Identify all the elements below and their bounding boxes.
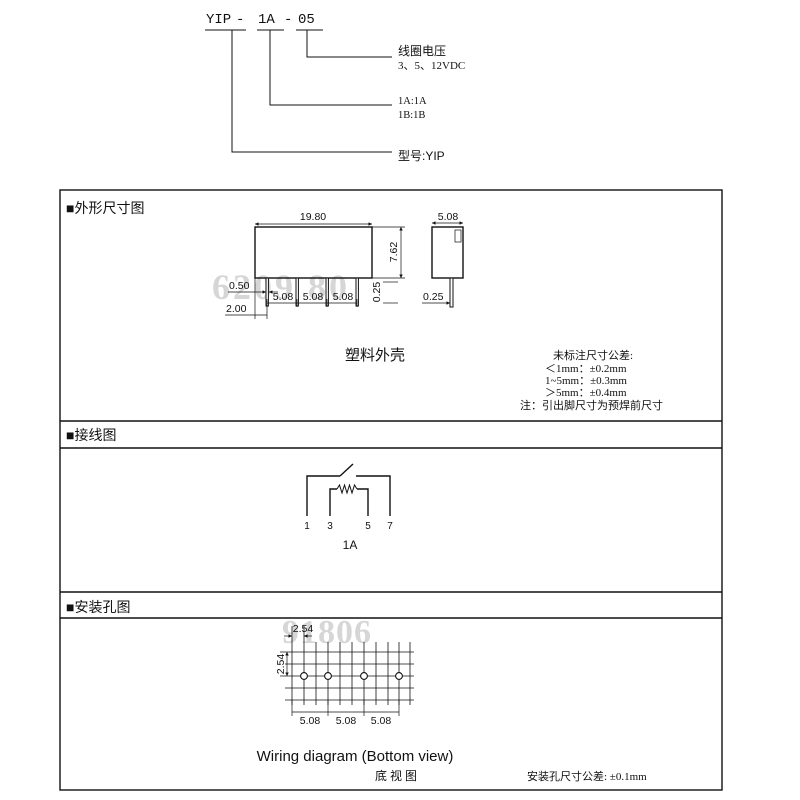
mounting-hole (360, 672, 368, 680)
dim-pitch-label: 5.08 (273, 291, 294, 303)
dim-grid-pitch-top-label: 2.54 (293, 623, 314, 635)
coil-voltage-title: 线圈电压 (398, 44, 446, 58)
model-label: 型号:YIP (398, 149, 445, 163)
coil-voltage-values: 3、5、12VDC (398, 60, 465, 72)
dim-pitch-label: 5.08 (333, 291, 354, 303)
dim-hole-pitch-label: 5.08 (300, 715, 321, 727)
tolerance-footnote: 注：引出脚尺寸为预焊前尺寸 (520, 398, 663, 412)
side-view-notch (454, 229, 462, 243)
dim-hole-pitch-label: 5.08 (371, 715, 392, 727)
dim-width-label: 5.08 (438, 211, 459, 223)
relay-pin-side (449, 277, 454, 308)
tolerance-notes: 未标注尺寸公差: ＜1mm：±0.2mm 1~5mm：±0.3mm ＞5mm：±… (520, 348, 663, 412)
pin-number-label: 1 (304, 521, 310, 532)
dim-pin-width-label: 0.50 (229, 280, 250, 292)
part-series-code: YIP (206, 12, 231, 28)
tolerance-line: ＜1mm：±0.2mm (545, 363, 627, 375)
wiring-diagram-caption: Wiring diagram (Bottom view) (257, 748, 454, 765)
code-legend: 线圈电压 3、5、12VDC 1A:1A 1B:1B 型号:YIP (398, 44, 465, 163)
tolerance-title: 未标注尺寸公差: (553, 348, 633, 362)
bottom-view-caption: 底 视 图 (375, 768, 417, 783)
datasheet-frame (59, 189, 723, 791)
part-dash-2: - (284, 12, 292, 28)
part-contact-code: 1A (258, 12, 275, 28)
contact-form-1a: 1A:1A (398, 96, 427, 107)
relay-body-side-view (431, 226, 464, 279)
part-number-code: YIP - 1A - 05 (205, 12, 323, 31)
pin-number-label: 7 (387, 521, 393, 532)
coil-pin-5-line (357, 488, 369, 516)
dim-pitch-label: 5.08 (303, 291, 324, 303)
contact-leader-line (269, 30, 392, 106)
dim-pin-thickness-label: 0.25 (371, 282, 383, 303)
dim-hole-pitch-label: 5.08 (336, 715, 357, 727)
contact-form-1b: 1B:1B (398, 110, 425, 121)
watermark-text: 6209 80 (212, 267, 350, 307)
outline-drawing: 6209 80 19.80 7.62 0.50 5.08 5.08 5.08 0… (212, 211, 464, 364)
tolerance-line: ＞5mm：±0.4mm (545, 387, 627, 399)
dim-height-label: 7.62 (388, 242, 400, 263)
series-leader-line (231, 30, 392, 153)
mounting-hole-diagram: 91806 2.54 2.54 (257, 614, 648, 783)
hole-tolerance-note: 安装孔尺寸公差: ±0.1mm (527, 769, 647, 783)
dim-grid-pitch-left-label: 2.54 (275, 654, 287, 675)
pin-number-label: 5 (365, 521, 371, 532)
tolerance-line: 1~5mm：±0.3mm (545, 375, 627, 387)
mounting-section-title: ■安装孔图 (66, 599, 130, 615)
leader-lines (231, 30, 392, 153)
dim-side-pin-thickness-label: 0.25 (423, 291, 444, 303)
coil-pin-3-line (329, 488, 337, 516)
voltage-leader-line (306, 30, 392, 58)
pin-number-label: 3 (327, 521, 333, 532)
coil-resistor-symbol (336, 483, 358, 495)
contact-pin-7-line (356, 475, 391, 516)
mounting-hole (395, 672, 403, 680)
contact-form-label: 1A (343, 538, 358, 552)
part-voltage-code: 05 (298, 12, 315, 28)
wiring-diagram: 1 3 5 7 1A (304, 463, 393, 552)
outline-section-title: ■外形尺寸图 (66, 200, 144, 216)
wiring-section-title: ■接线图 (66, 427, 116, 443)
switch-blade (339, 463, 354, 477)
contact-pin-1-line (306, 475, 340, 516)
mounting-hole (324, 672, 332, 680)
mounting-hole (300, 672, 308, 680)
dim-first-pin-offset-label: 2.00 (226, 303, 247, 315)
case-material-label: 塑料外壳 (345, 347, 405, 364)
dim-length-label: 19.80 (300, 211, 326, 223)
part-dash-1: - (236, 12, 244, 28)
watermark-text: 91806 (282, 614, 372, 651)
relay-body-front-view (254, 226, 373, 279)
